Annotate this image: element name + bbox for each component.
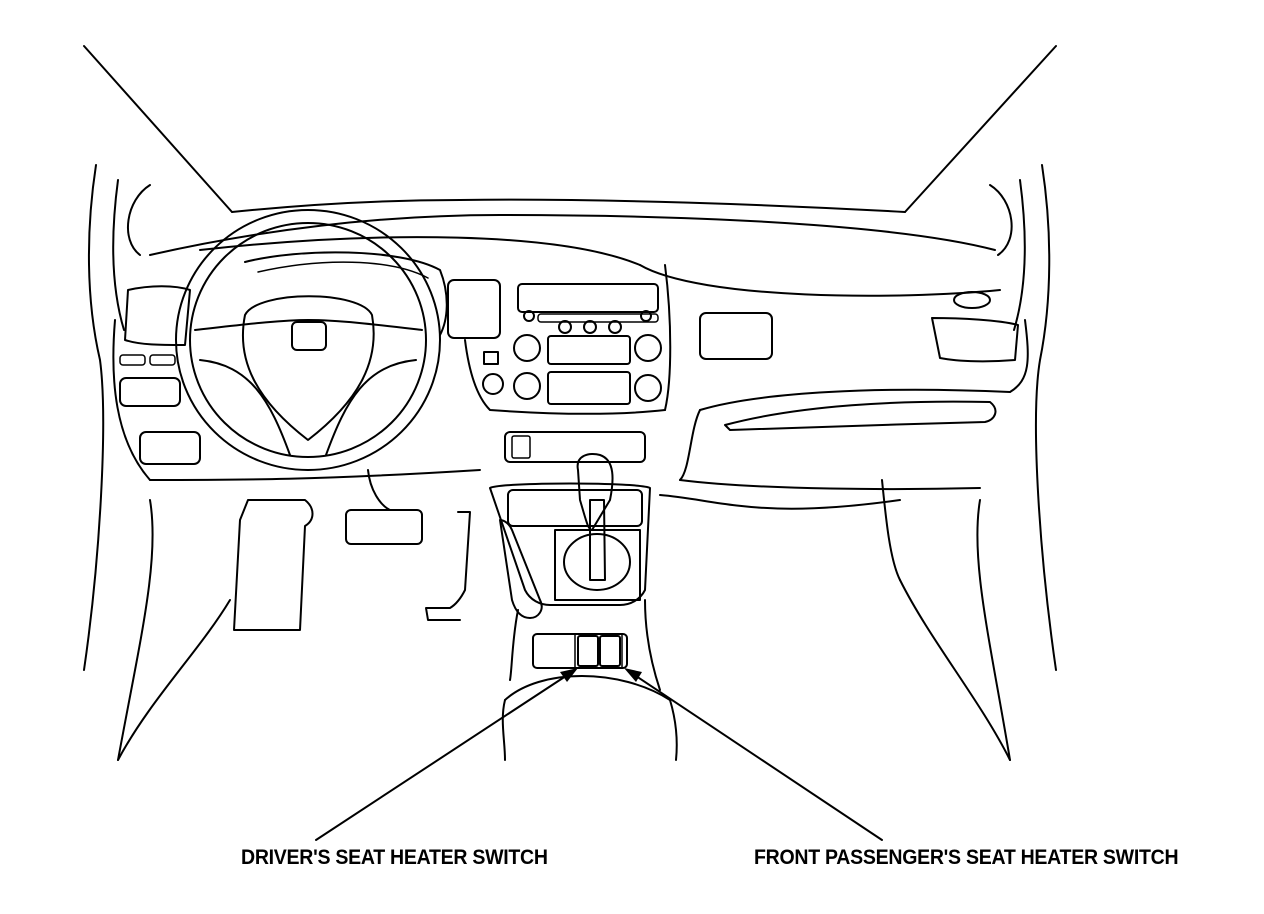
floor-lines — [117, 479, 1011, 761]
driver-seat-heater-switch[interactable] — [577, 635, 599, 667]
center-stack — [447, 264, 672, 463]
instrument-cluster — [244, 251, 448, 336]
windshield-pillars — [83, 45, 1057, 213]
dashboard-body — [112, 198, 1029, 510]
right-vents — [699, 291, 1019, 431]
seat-heater-switch-panel — [532, 633, 628, 669]
callout-leaders — [315, 668, 883, 841]
steering-wheel — [175, 209, 441, 471]
passenger-seat-heater-label: FRONT PASSENGER'S SEAT HEATER SWITCH — [754, 846, 1179, 869]
pedals — [233, 469, 471, 631]
left-door-outline — [83, 164, 154, 761]
left-vents — [119, 285, 201, 465]
right-door-outline — [976, 164, 1057, 761]
passenger-seat-heater-switch[interactable] — [599, 635, 621, 667]
driver-seat-heater-label: DRIVER'S SEAT HEATER SWITCH — [241, 846, 548, 869]
center-console — [489, 452, 678, 761]
